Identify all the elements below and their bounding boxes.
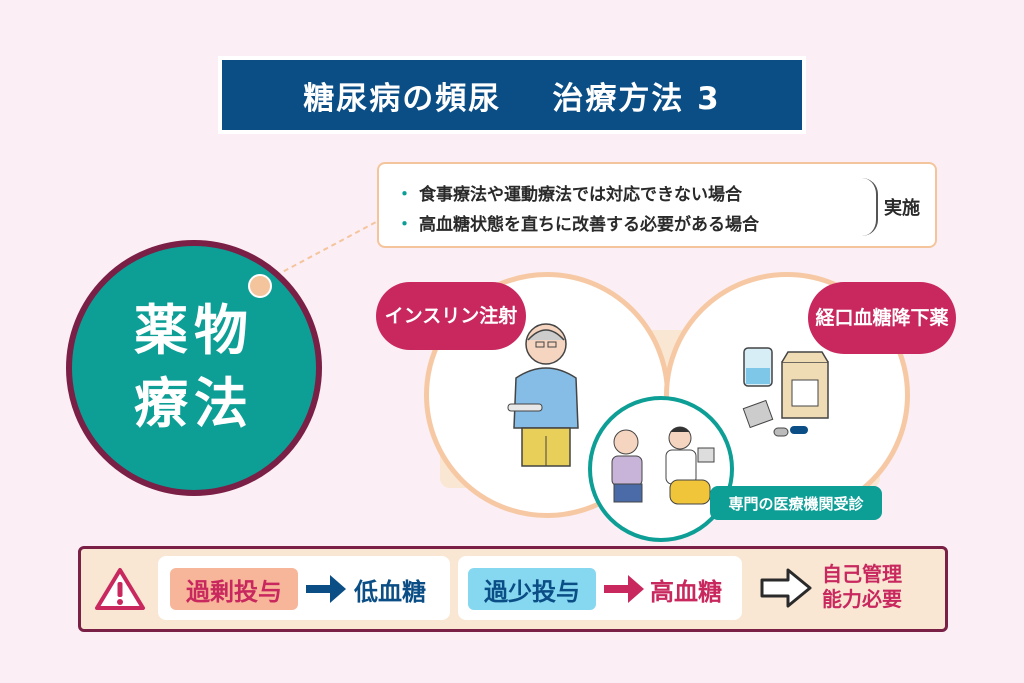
oral-label-line2: 降下薬 [891,306,949,329]
bullet-icon: ・ [396,185,413,205]
connector-dot [248,274,272,298]
main-label-line1: 薬物 [134,299,254,363]
condition-text-1: 食事療法や運動療法では対応できない場合 [419,185,742,205]
overdose-result: 低血糖 [354,577,426,606]
bullet-icon: ・ [396,215,413,235]
patient-insulin-illustration [507,323,579,467]
conditions-box [377,162,937,248]
insulin-label-line2: 注射 [479,304,518,327]
arrow-right-icon [604,575,644,603]
page-title: 糖尿病の頻尿 治療方法 3 [222,60,802,130]
oral-drug-label: 経口血糖 降下薬 [808,282,956,354]
conclusion-line2: 能力必要 [822,587,902,611]
conclusion-line1: 自己管理 [822,562,902,586]
outline-arrow-right-icon [760,568,812,608]
doctor-consultation-illustration [611,426,715,505]
arrow-right-icon [306,575,346,603]
conclusion-text: 自己管理 能力必要 [822,562,902,612]
main-topic-circle: 薬物 療法 [66,240,322,496]
condition-item-1: ・食事療法や運動療法では対応できない場合 [396,180,742,205]
conditions-note: 実施 [884,198,920,219]
oral-medicine-illustration [742,347,829,437]
condition-item-2: ・高血糖状態を直ちに改善する必要がある場合 [396,210,759,235]
insulin-label-line1: インスリン [384,304,480,327]
brace-icon [862,178,878,236]
title-gap [501,77,552,113]
warning-icon [95,568,145,610]
underdose-label: 過少投与 [468,568,596,610]
oral-label-line1: 経口血糖 [815,306,892,329]
overdose-label: 過剰投与 [170,568,298,610]
main-label-line2: 療法 [134,372,254,435]
condition-text-2: 高血糖状態を直ちに改善する必要がある場合 [419,215,759,235]
insulin-label: インスリン 注射 [376,282,526,350]
title-right: 治療方法 3 [552,80,721,117]
title-left: 糖尿病の頻尿 [303,80,502,117]
clinic-label: 専門の医療機関受診 [710,486,882,520]
underdose-result: 高血糖 [650,577,722,606]
